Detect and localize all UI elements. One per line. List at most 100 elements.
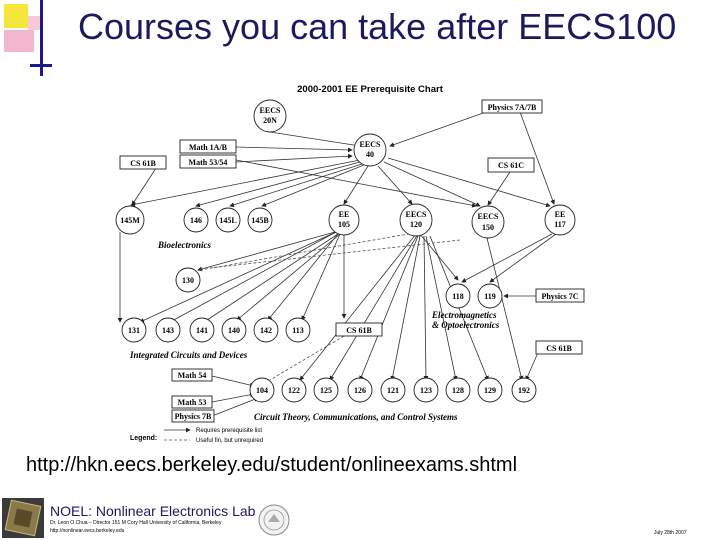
edge — [211, 397, 259, 417]
edge — [390, 235, 421, 381]
edge — [269, 335, 345, 381]
edge — [235, 146, 353, 153]
node-ee105-label-1: EE — [339, 210, 350, 219]
group-optoelectronics: & Optoelectronics — [432, 320, 500, 330]
edge — [169, 231, 337, 323]
node-ee105 — [328, 204, 360, 236]
node-eecs120-label-1: EECS — [406, 210, 427, 219]
footer-date: July 28th 2007 — [654, 530, 687, 536]
lab-name: NOEL: Nonlinear Electronics Lab — [50, 503, 256, 519]
box-physics7c-label: Physics 7C — [541, 292, 578, 301]
edge — [130, 159, 361, 207]
edge — [203, 233, 339, 323]
corner-decoration-pink-small — [28, 16, 42, 30]
node-ee117-label-2: 117 — [554, 220, 566, 229]
node-eecs150 — [471, 205, 505, 239]
box-physics7ab-label: Physics 7A/7B — [488, 103, 537, 112]
node-118-label: 118 — [452, 292, 464, 301]
edge — [461, 233, 553, 283]
edge — [211, 375, 255, 388]
node-128-label: 128 — [452, 386, 464, 395]
box-physics7ab — [481, 99, 543, 114]
node-142-label: 142 — [260, 326, 272, 335]
node-119 — [477, 283, 503, 309]
edge — [195, 161, 361, 208]
node-130-label: 130 — [182, 276, 194, 285]
edge — [423, 235, 429, 381]
box-math5354 — [179, 154, 237, 169]
edge — [299, 233, 417, 381]
box-physics7b — [171, 409, 215, 423]
node-eecs40 — [353, 133, 387, 167]
edge — [487, 171, 511, 206]
box-physics7b-label: Physics 7B — [175, 412, 212, 421]
box-math5354-label: Math 53/54 — [189, 158, 228, 167]
node-125 — [313, 377, 339, 403]
node-eecs120-label-2: 120 — [410, 220, 422, 229]
edge — [377, 165, 413, 205]
node-118 — [445, 283, 471, 309]
box-cs61c — [487, 157, 535, 173]
node-123 — [413, 377, 439, 403]
node-113 — [285, 317, 311, 343]
node-192 — [511, 377, 537, 403]
node-104-label: 104 — [256, 386, 268, 395]
slide-title: Courses you can take after EECS100 — [78, 6, 677, 47]
box-cs61b-top-label: CS 61B — [130, 159, 156, 168]
group-electromagnetics: Electromagnetics — [431, 310, 497, 320]
node-129 — [477, 377, 503, 403]
node-125-label: 125 — [320, 386, 332, 395]
edge — [139, 231, 337, 323]
node-126-label: 126 — [354, 386, 366, 395]
university-seal-icon — [258, 504, 290, 536]
edge — [329, 233, 419, 381]
node-104 — [249, 377, 275, 403]
box-cs61b-mid — [335, 322, 383, 337]
node-141 — [189, 317, 215, 343]
node-eecs150-label-2: 150 — [482, 223, 494, 232]
box-cs61b-right-label: CS 61B — [546, 344, 572, 353]
box-physics7c — [535, 288, 585, 303]
edges — [117, 111, 557, 417]
node-141-label: 141 — [196, 326, 208, 335]
box-math53-label: Math 53 — [178, 398, 207, 407]
edge — [269, 131, 361, 148]
node-ee117 — [544, 204, 576, 236]
edge — [235, 153, 353, 163]
node-eecs40-label-1: EECS — [360, 140, 381, 149]
node-129-label: 129 — [484, 386, 496, 395]
edge — [419, 233, 459, 281]
edge — [199, 231, 421, 271]
node-145b — [247, 207, 273, 233]
edge — [236, 233, 341, 321]
edge — [389, 111, 487, 147]
node-122-label: 122 — [288, 386, 300, 395]
noel-chip-logo-icon — [2, 498, 44, 538]
box-cs61b-right — [535, 340, 583, 355]
edge — [383, 161, 481, 207]
box-cs61c-label: CS 61C — [498, 161, 524, 170]
edge — [489, 233, 557, 283]
group-integrated-circuits: Integrated Circuits and Devices — [129, 350, 248, 360]
group-bioelectronics: Bioelectronics — [157, 240, 211, 250]
chart-title: 2000-2001 EE Prerequisite Chart — [297, 84, 444, 95]
box-math54-label: Math 54 — [178, 371, 207, 380]
node-143-label: 143 — [162, 326, 174, 335]
group-circuit-theory: Circuit Theory, Communications, and Cont… — [254, 412, 458, 422]
title-rule-vertical — [40, 0, 43, 76]
node-122 — [281, 377, 307, 403]
edge — [267, 233, 339, 321]
node-ee117-label-1: EE — [555, 210, 566, 219]
corner-decoration-yellow — [4, 4, 28, 28]
node-123-label: 123 — [420, 386, 432, 395]
edge — [485, 233, 524, 381]
box-math53 — [171, 395, 213, 409]
node-eecs150-label-1: EECS — [478, 212, 499, 221]
legend-title: Legend: — [130, 435, 157, 442]
box-math1ab-label: Math 1A/B — [189, 143, 228, 152]
edge — [301, 233, 341, 321]
edge — [261, 164, 365, 207]
node-128 — [445, 377, 471, 403]
node-ee105-label-2: 105 — [338, 220, 350, 229]
